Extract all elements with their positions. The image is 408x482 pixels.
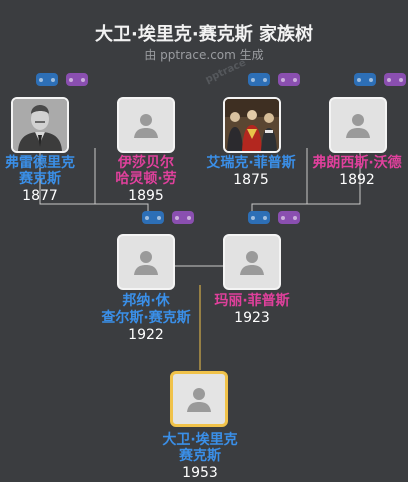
person-year-p6: 1923 (234, 310, 270, 326)
person-card-p4[interactable] (329, 97, 387, 153)
person-card-p1[interactable] (11, 97, 69, 153)
page-title: 大卫·埃里克·赛克斯 家族树 (95, 24, 313, 45)
person-name-p7-line1: 大卫·埃里克 (162, 432, 238, 448)
person-year-p4: 1892 (339, 172, 375, 188)
female-parent-button[interactable] (66, 73, 88, 86)
person-name-p1-line2: 赛克斯 (19, 171, 61, 187)
person-name-p3: 艾瑞克·菲普斯 (206, 155, 296, 171)
person-year-p7: 1953 (182, 465, 218, 481)
person-icon (134, 251, 158, 275)
person-name-p5-line1: 邦纳·休 (122, 293, 170, 309)
person-year-p3: 1875 (233, 172, 269, 188)
person-name-p2-line1: 伊莎贝尔 (118, 155, 174, 171)
female-parent-button[interactable] (384, 73, 406, 86)
male-parent-button[interactable] (142, 211, 164, 224)
person-name-p2-line2: 哈灵顿·劳 (115, 171, 177, 187)
male-parent-button[interactable] (248, 211, 270, 224)
person-card-p2[interactable] (117, 97, 175, 153)
person-card-p5[interactable] (117, 234, 175, 290)
person-name-p1-line1: 弗雷德里克 (5, 155, 75, 171)
male-parent-button[interactable] (248, 73, 270, 86)
person-year-p1: 1877 (22, 188, 58, 204)
page-subtitle: 由 pptrace.com 生成 (144, 48, 264, 62)
connector-line (307, 145, 361, 205)
person-card-p6[interactable] (223, 234, 281, 290)
person-icon (346, 114, 370, 138)
female-parent-button[interactable] (172, 211, 194, 224)
person-icon (240, 251, 264, 275)
male-parent-button[interactable] (36, 73, 58, 86)
person-name-p7-line2: 赛克斯 (179, 448, 221, 464)
person-name-p4: 弗朗西斯·沃德 (312, 155, 402, 171)
person-year-p5: 1922 (128, 327, 164, 343)
person-year-p2: 1895 (128, 188, 164, 204)
portrait-photo (13, 99, 67, 151)
person-icon (187, 388, 211, 412)
male-parent-button[interactable] (354, 73, 376, 86)
person-name-p5-line2: 查尔斯·赛克斯 (101, 310, 191, 326)
group-photo (225, 99, 279, 151)
person-card-p7-root[interactable] (170, 371, 228, 427)
person-card-p3[interactable] (223, 97, 281, 153)
person-name-p6: 玛丽·菲普斯 (214, 293, 290, 309)
female-parent-button[interactable] (278, 73, 300, 86)
female-parent-button[interactable] (278, 211, 300, 224)
person-icon (134, 114, 158, 138)
